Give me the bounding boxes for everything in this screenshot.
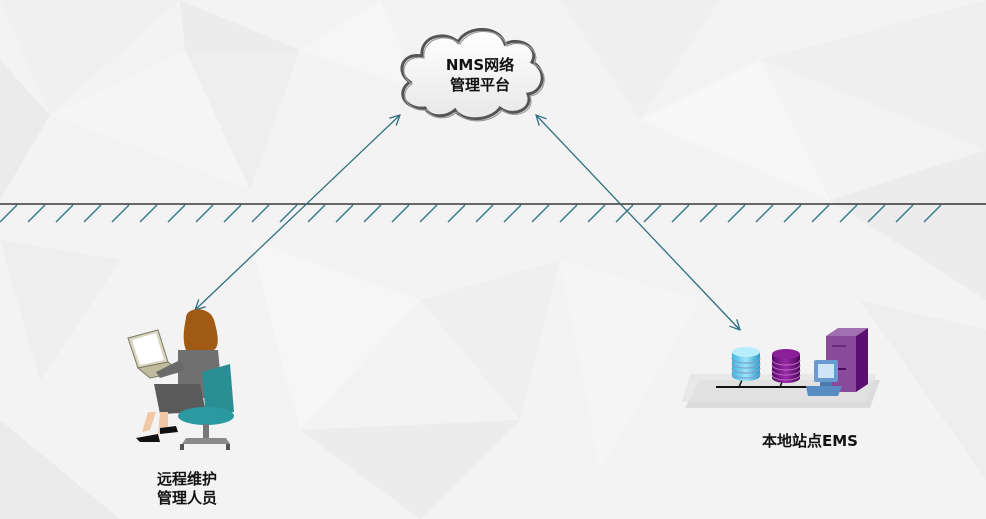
network-boundary bbox=[0, 203, 986, 223]
cloud-label-line2: 管理平台 bbox=[449, 76, 510, 94]
cloud-label: NMS网络 管理平台 bbox=[420, 55, 540, 95]
arrow-cloud-to-remote-user bbox=[195, 115, 400, 310]
cloud-icon bbox=[400, 28, 545, 122]
database-purple-icon bbox=[771, 349, 801, 383]
cloud-label-line1: NMS网络 bbox=[445, 56, 515, 74]
remote-user-label-line2: 管理人员 bbox=[156, 489, 217, 507]
local-site-label: 本地站点EMS bbox=[762, 432, 858, 450]
workstation-icon bbox=[806, 360, 842, 396]
database-blue-icon bbox=[731, 347, 761, 381]
remote-user-label-line1: 远程维护 bbox=[156, 470, 217, 488]
arrow-cloud-to-local-site bbox=[536, 115, 740, 330]
person-at-laptop-icon bbox=[127, 309, 234, 450]
remote-user-label: 远程维护 管理人员 bbox=[135, 470, 239, 508]
